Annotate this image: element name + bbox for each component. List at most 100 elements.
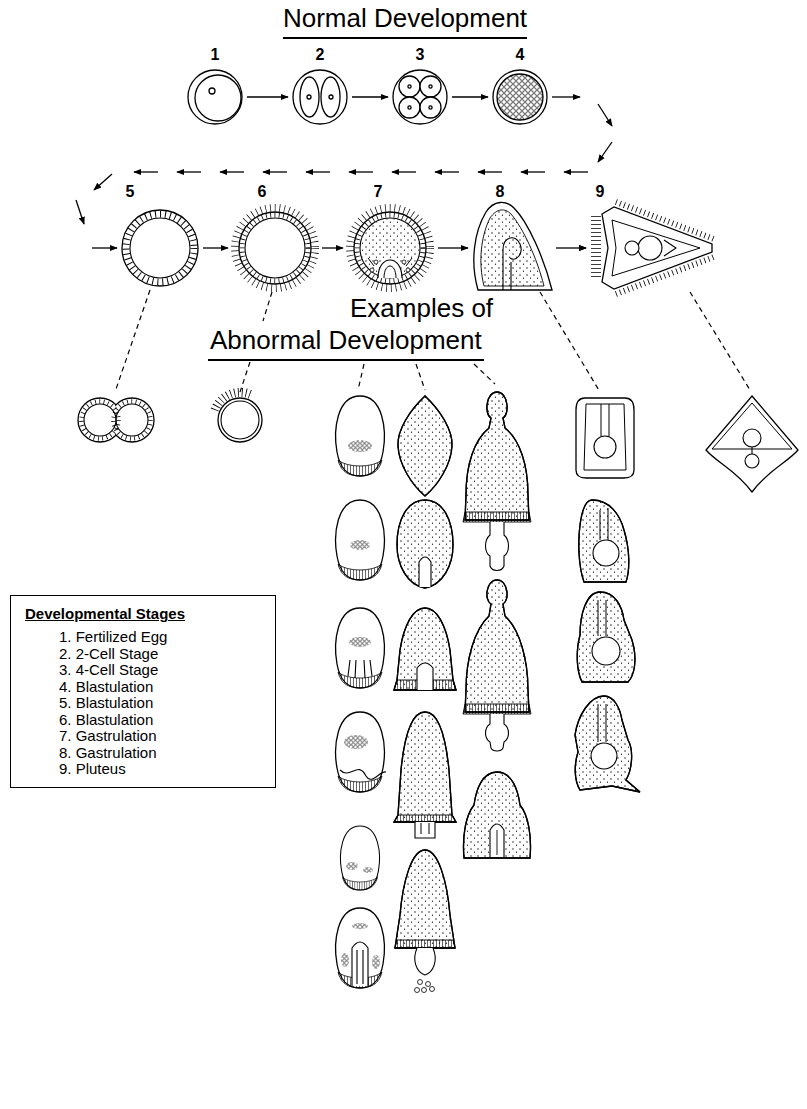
abnormal-gastrula <box>426 982 431 987</box>
ciliated-blastula <box>239 212 311 284</box>
abnormal-gastrula <box>350 540 370 550</box>
flow-arrow <box>349 171 373 172</box>
two-cell-embryo <box>293 70 347 124</box>
stage-leader-line <box>474 364 495 384</box>
abnormal-prism-larva <box>592 637 620 665</box>
early-gastrula <box>378 260 402 278</box>
abnormal-prism-larva <box>598 600 606 636</box>
early-gastrula <box>350 208 430 288</box>
abnormal-gastrula <box>344 735 368 749</box>
abnormal-gastrula <box>397 500 453 588</box>
two-cell-embryo <box>300 77 319 117</box>
ciliated-blastula <box>242 215 308 281</box>
abnormal-gastrula <box>346 862 358 870</box>
flow-arrow <box>203 247 228 248</box>
abnormal-gastrula <box>336 500 385 580</box>
abnormal-gastrula <box>336 712 385 792</box>
stage-entry: 6. Blastulation <box>59 712 263 729</box>
flow-arrow <box>521 171 545 172</box>
abnormal-gastrula <box>465 392 529 520</box>
four-cell-embryo <box>408 106 411 109</box>
pluteus-larva <box>664 240 676 256</box>
two-cell-embryo <box>293 70 347 124</box>
stage-leader-line <box>540 292 600 392</box>
abnormal-pluteus <box>751 447 752 454</box>
heading-underline <box>208 38 527 360</box>
abnormal-gastrula <box>395 850 455 948</box>
flow-arrow <box>452 96 488 97</box>
abnormal-gastrula <box>397 500 453 588</box>
abnormal-gastrula <box>336 396 385 476</box>
stage-leader-line <box>240 362 250 392</box>
four-cell-embryo <box>393 70 447 124</box>
stage-number: 3 <box>416 46 425 64</box>
flow-arrow <box>220 171 244 172</box>
stage-leader-line <box>358 364 364 390</box>
abnormal-gastrula <box>394 608 456 690</box>
early-gastrula <box>384 266 396 278</box>
early-gastrula <box>361 219 419 277</box>
legend-heading: Developmental Stages <box>25 604 263 623</box>
abnormal-gastrula <box>336 608 385 688</box>
abnormal-pluteus <box>706 396 798 492</box>
flow-arrow <box>478 171 502 172</box>
fertilized-egg <box>188 70 242 124</box>
abnormal-prism-larva <box>594 436 616 458</box>
late-gastrula <box>474 202 552 290</box>
early-gastrula <box>406 268 410 272</box>
late-gastrula <box>481 210 544 286</box>
abnormal-prism-larva <box>579 500 629 582</box>
abnormal-gastrula <box>463 512 531 522</box>
abnormal-prism-larva <box>577 592 635 682</box>
early-gastrula <box>402 260 406 264</box>
abnormal-gastrula <box>417 663 433 690</box>
flow-arrow <box>546 247 586 248</box>
stage-number: 8 <box>496 183 505 201</box>
abnormal-prism-larva <box>575 398 640 792</box>
abnormal-gastrula <box>463 772 530 858</box>
flow-arrow <box>76 200 84 224</box>
abnormal-gastrula <box>341 953 349 967</box>
flow-arrow <box>556 247 586 248</box>
early-gastrula <box>368 258 412 266</box>
pluteus-larva <box>638 236 662 260</box>
flow-arrow <box>134 171 158 172</box>
abnormal-gastrula <box>463 704 531 714</box>
fertilized-egg <box>209 88 215 94</box>
partly-ciliated-blastula <box>215 392 262 442</box>
abnormal-gastrula <box>340 770 386 780</box>
four-cell-embryo <box>429 106 432 109</box>
early-gastrula <box>370 268 374 272</box>
heading-underline <box>283 37 527 39</box>
abnormal-gastrula <box>415 948 435 975</box>
abnormal-gastrula <box>352 942 368 986</box>
abnormal-gastrula <box>363 867 373 873</box>
stage-entry: 1. Fertilized Egg <box>59 629 263 646</box>
pluteus-larva <box>596 202 714 294</box>
four-cell-embryo <box>399 97 420 118</box>
abnormal-pluteus <box>706 396 798 492</box>
pluteus-larva <box>591 216 601 280</box>
abnormal-gastrula <box>421 823 429 834</box>
fused-blastula <box>84 404 116 436</box>
abnormal-prism-larva <box>600 508 608 540</box>
abnormal-gastrula <box>486 714 509 751</box>
early-gastrula <box>357 215 423 281</box>
four-cell-embryo <box>429 85 432 88</box>
abnormal-gastrula <box>394 712 456 822</box>
blastula <box>122 210 198 286</box>
flow-arrow <box>564 171 588 172</box>
legend-box: Developmental Stages1. Fertilized Egg2. … <box>10 595 276 788</box>
late-gastrula <box>474 202 552 290</box>
abnormal-gastrula <box>394 815 456 822</box>
abnormal-gastrula <box>465 392 529 520</box>
abnormal-gastrula <box>394 608 456 690</box>
early-gastrula <box>374 260 378 264</box>
flow-arrow <box>435 171 459 172</box>
abnormal-gastrula <box>463 772 530 858</box>
four-cell-embryo <box>399 76 420 97</box>
abnormal-gastrula <box>497 830 498 855</box>
diagram-title: Normal Development <box>283 2 527 34</box>
